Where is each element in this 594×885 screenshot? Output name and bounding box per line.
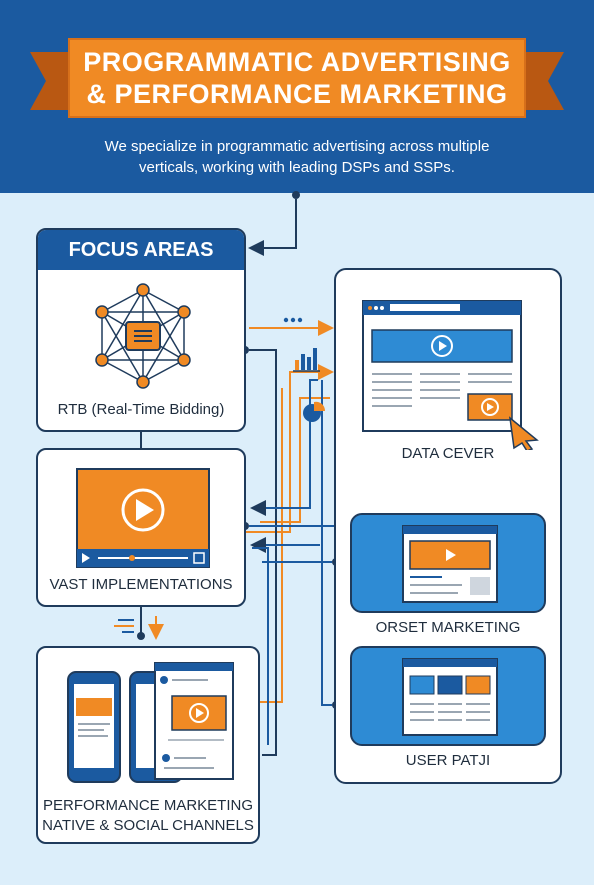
page-title-line-2: & PERFORMANCE MARKETING: [86, 79, 508, 109]
list-lines-icon: [114, 619, 134, 633]
cursor-icon: [509, 416, 539, 450]
vast-card: VAST IMPLEMENTATIONS: [36, 448, 246, 607]
pie-chart-icon: [303, 401, 326, 422]
focus-areas-title: FOCUS AREAS: [38, 230, 244, 270]
data-label: DATA CEVER: [401, 445, 495, 462]
user-card: [350, 646, 546, 746]
social-post-icon: [154, 662, 234, 780]
title-ribbon: PROGRAMMATIC ADVERTISING & PERFORMANCE M…: [68, 38, 526, 118]
performance-label-line-2: NATIVE & SOCIAL CHANNELS: [42, 817, 254, 834]
browser-window-icon: [402, 525, 498, 603]
browser-window-icon: [362, 300, 539, 450]
page-title-line-1: PROGRAMMATIC ADVERTISING: [83, 47, 511, 77]
subtitle-line-1: We specialize in programmatic advertisin…: [104, 138, 490, 155]
browser-window-icon: [402, 658, 498, 736]
orset-card: [350, 513, 546, 613]
header-banner: PROGRAMMATIC ADVERTISING & PERFORMANCE M…: [0, 0, 594, 193]
subtitle-line-2: verticals, working with leading DSPs and…: [139, 159, 455, 176]
page-subtitle: We specialize in programmatic advertisin…: [40, 136, 554, 178]
rtb-label: RTB (Real-Time Bidding): [57, 401, 225, 418]
performance-label-line-1: PERFORMANCE MARKETING: [42, 797, 253, 814]
bar-chart-icon: [293, 348, 320, 372]
network-hub-icon: [95, 283, 191, 389]
performance-card: PERFORMANCE MARKETING NATIVE & SOCIAL CH…: [36, 646, 260, 844]
vast-label: VAST IMPLEMENTATIONS: [49, 576, 233, 593]
video-player-icon: [76, 468, 210, 568]
user-label: USER PATJI: [405, 752, 491, 769]
focus-areas-card: FOCUS AREAS RTB (Real-Time Bidding): [36, 228, 246, 432]
orset-label: ORSET MARKETING: [375, 619, 521, 636]
